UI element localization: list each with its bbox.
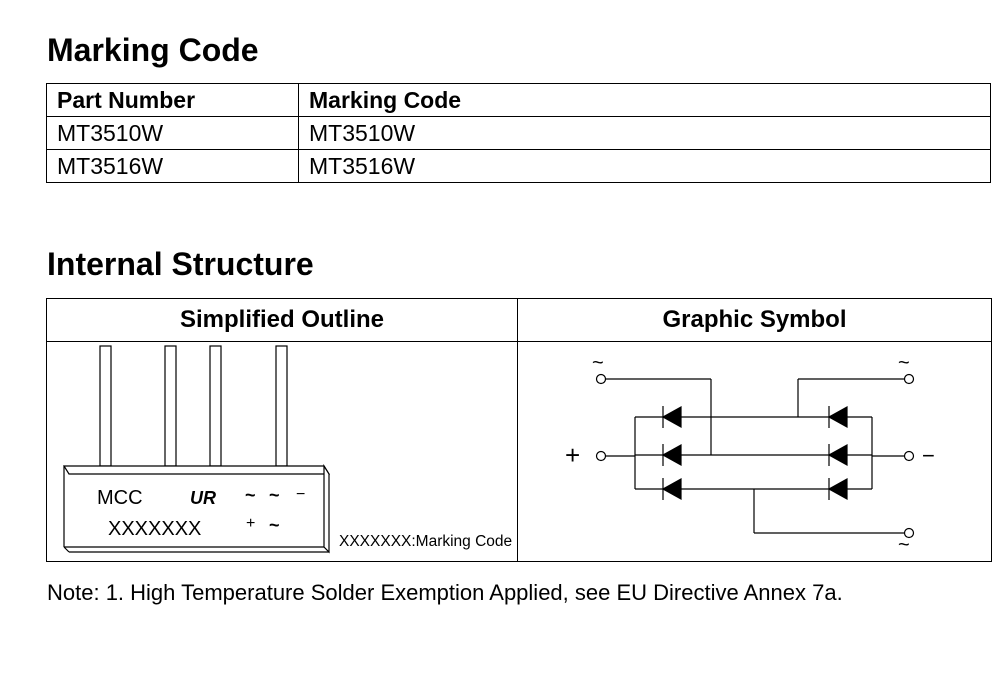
header-marking-code: Marking Code <box>298 83 991 117</box>
part-number-cell: MT3510W <box>46 116 299 150</box>
terminal-mark-negative: − <box>296 486 305 503</box>
diode-group <box>661 405 848 501</box>
marking-code-title: Marking Code <box>47 32 259 68</box>
ur-certification-logo: UR <box>190 488 216 508</box>
header-divider <box>47 341 991 342</box>
table-row: MT3516W MT3516W <box>46 149 991 183</box>
marking-code-placeholder: XXXXXXX <box>108 518 201 540</box>
graphic-symbol-header: Graphic Symbol <box>662 306 847 333</box>
internal-structure-table: Simplified Outline Graphic Symbol MCC XX… <box>46 298 992 562</box>
terminal-mark-positive: + <box>246 515 255 532</box>
lead-pin <box>275 345 288 467</box>
terminal-mark-ac: ~ <box>269 485 280 505</box>
terminal-label-ac: ~ <box>898 352 910 374</box>
bridge-schematic-symbol: ~ ~ + − ~ <box>565 352 935 556</box>
terminal-label-ac: ~ <box>898 534 910 556</box>
marking-code-caption: XXXXXXX:Marking Code <box>339 533 512 550</box>
note-text: Note: 1. High Temperature Solder Exempti… <box>47 580 843 605</box>
header-part-number: Part Number <box>46 83 299 117</box>
terminal-label-positive: + <box>565 440 580 470</box>
package-body-top <box>62 465 331 475</box>
part-number-cell: MT3516W <box>46 149 299 183</box>
lead-pin <box>209 345 222 467</box>
marking-code-table: Part Number Marking Code MT3510W MT3510W… <box>46 83 991 183</box>
lead-pin <box>99 345 112 467</box>
package-body-side <box>323 463 330 554</box>
terminal-label-ac: ~ <box>592 352 604 374</box>
column-divider <box>517 299 518 561</box>
table-row: MT3510W MT3510W <box>46 116 991 150</box>
marking-code-cell: MT3516W <box>298 149 991 183</box>
marking-code-cell: MT3510W <box>298 116 991 150</box>
terminal-label-negative: − <box>922 443 935 468</box>
table-header-row: Part Number Marking Code <box>46 83 991 117</box>
simplified-outline-header: Simplified Outline <box>179 306 384 333</box>
internal-structure-title: Internal Structure <box>47 246 314 282</box>
terminal-mark-ac: ~ <box>245 485 256 505</box>
terminal-mark-ac: ~ <box>269 515 280 535</box>
ur-logo-text: UR <box>190 488 216 508</box>
package-outline-drawing: MCC XXXXXXX UR ~ ~ − + ~ XXXXXXX:Marking… <box>62 345 512 554</box>
brand-label: MCC <box>97 487 143 509</box>
lead-pin <box>164 345 177 467</box>
